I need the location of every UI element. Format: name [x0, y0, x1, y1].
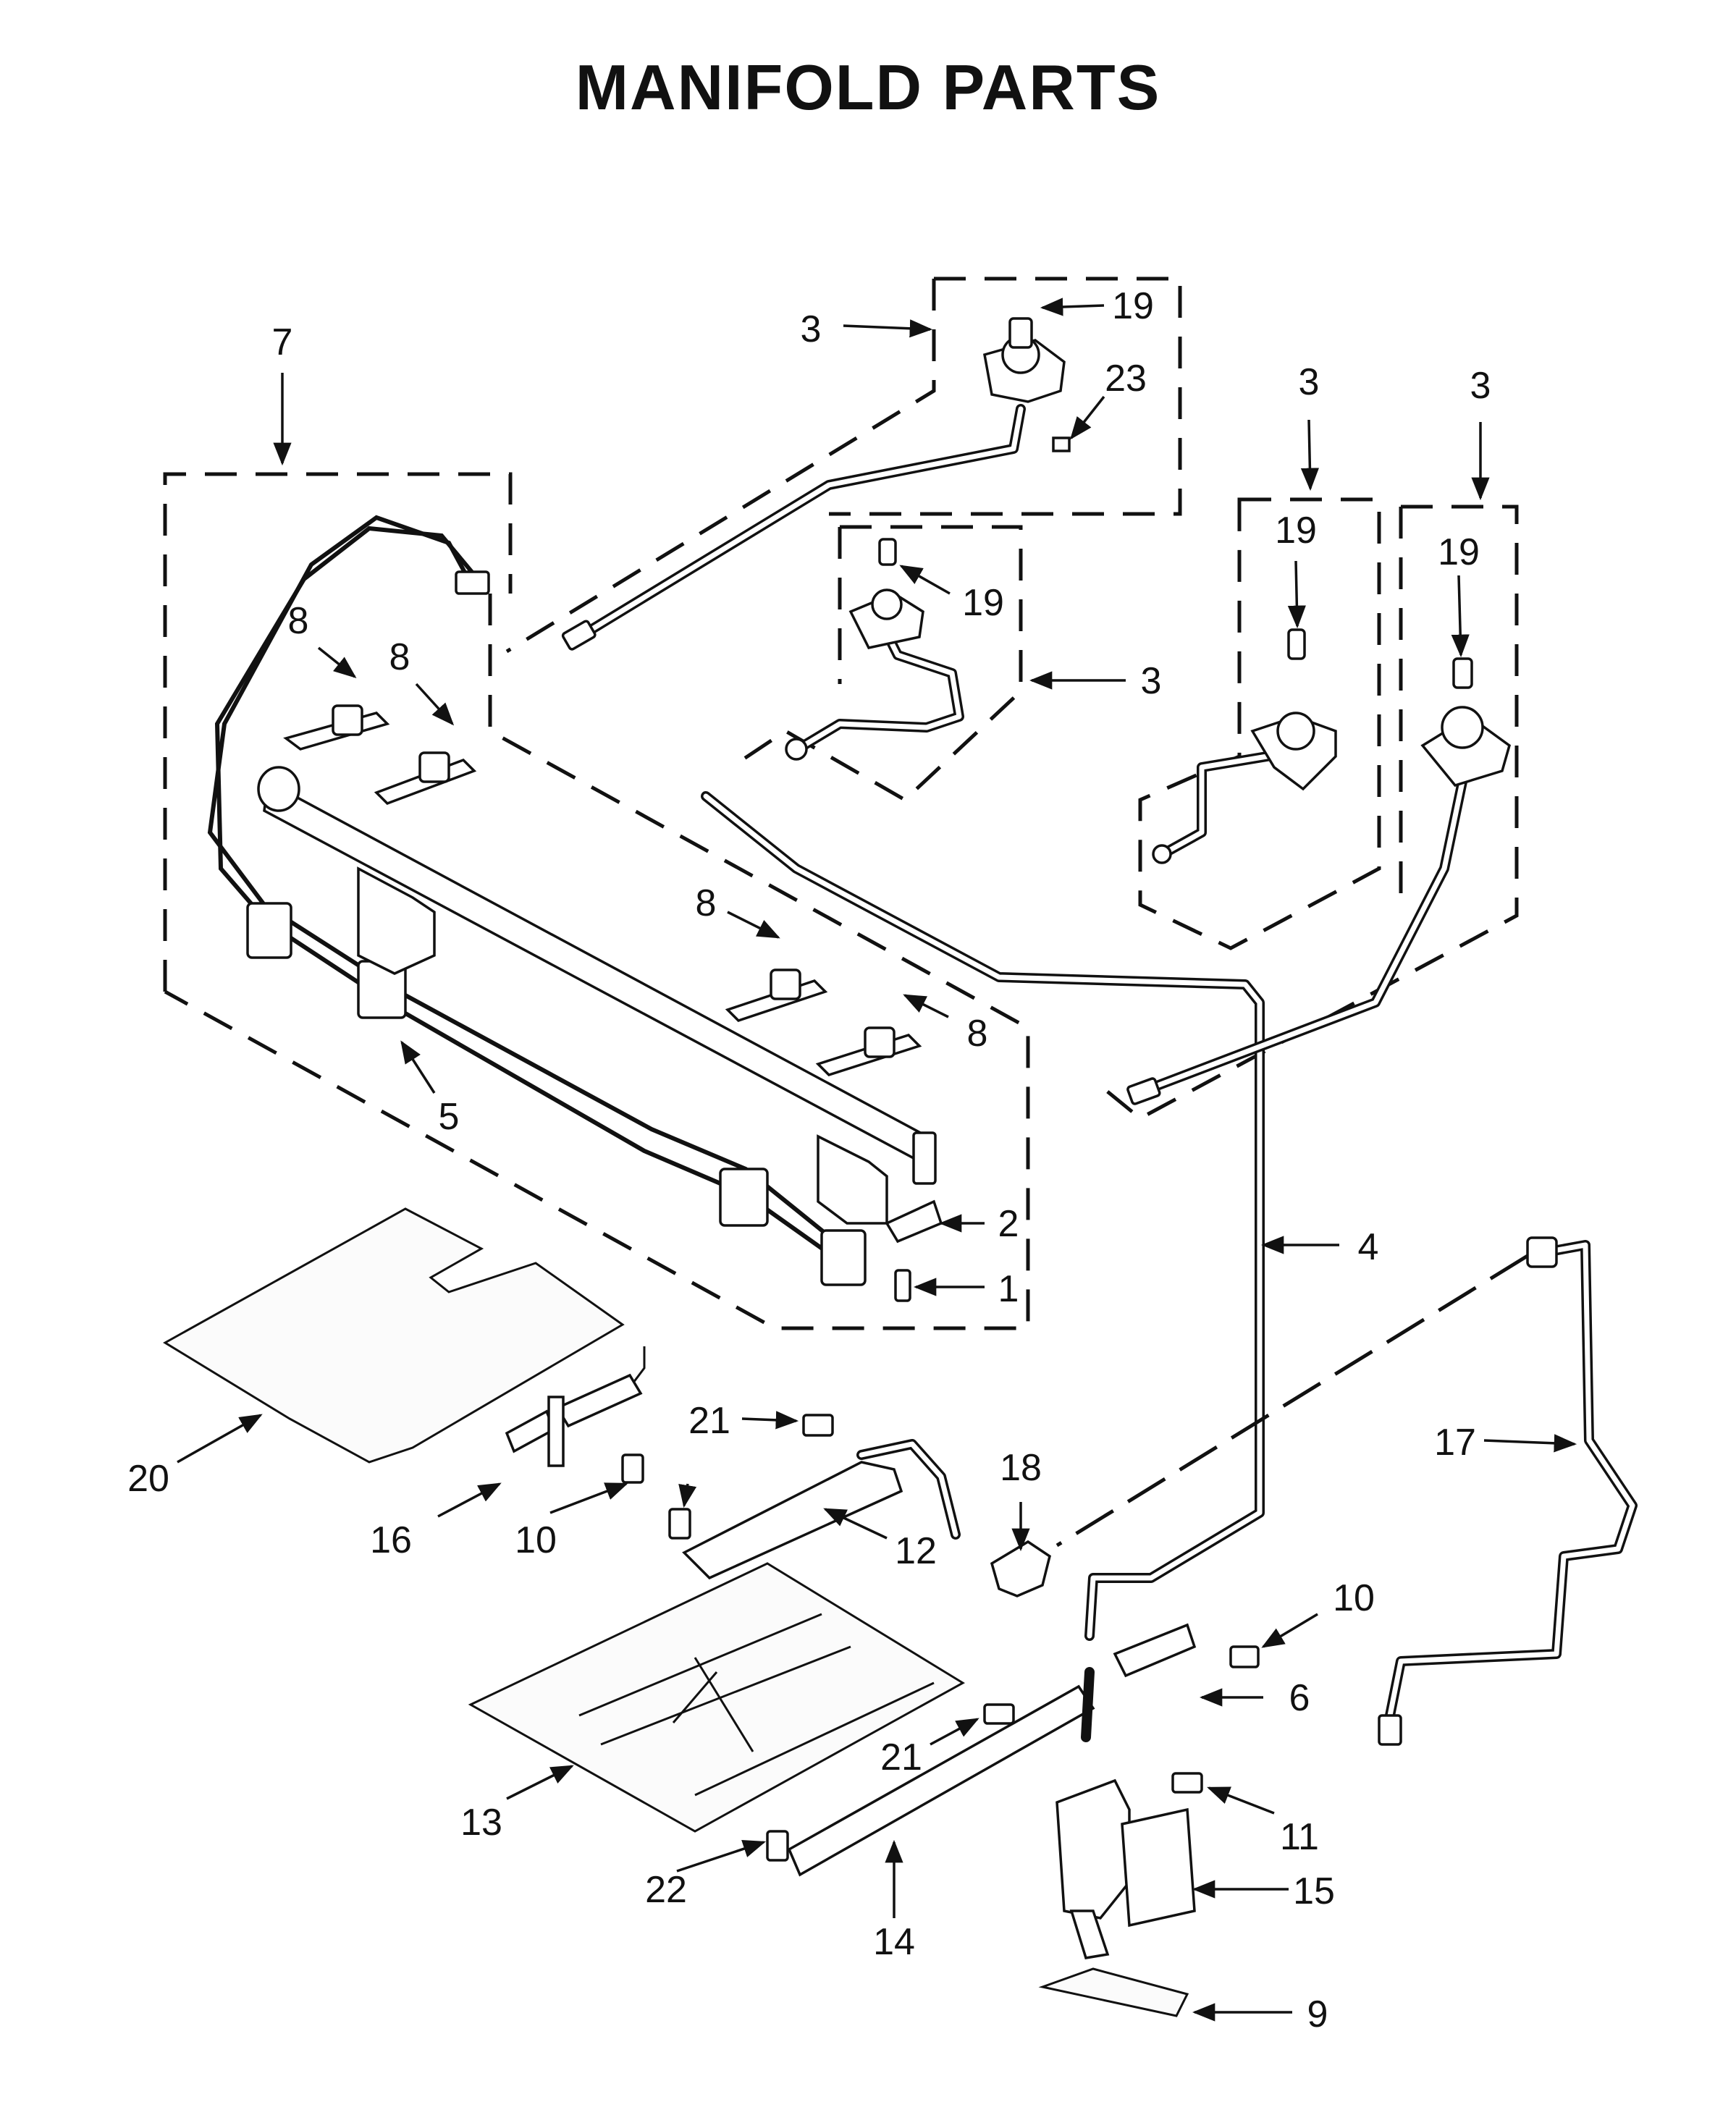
callout-22: 22: [645, 1869, 687, 1911]
oven-burner-tube: [682, 1439, 961, 1580]
burner-orifices: [283, 704, 922, 1076]
tray-ribs: [578, 1613, 935, 1797]
burner-valve-rear-left: [785, 538, 964, 761]
callout-14: 14: [873, 1921, 915, 1963]
valve-bracket: [1038, 1967, 1189, 2017]
callout-15: 15: [1293, 1870, 1335, 1912]
callout-3-rear-left: 3: [1141, 660, 1162, 702]
callout-12: 12: [895, 1530, 937, 1572]
callout-10-right: 10: [1333, 1577, 1375, 1619]
callout-3-right-a: 3: [1299, 361, 1320, 403]
oven-valve-assembly: [1055, 1667, 1196, 1959]
callout-17: 17: [1434, 1422, 1476, 1464]
burner-valve-right-b: [1126, 657, 1512, 1105]
callout-21-upper: 21: [688, 1400, 730, 1442]
callout-8-c: 8: [696, 882, 717, 924]
callout-9: 9: [1307, 1993, 1328, 2035]
igniter-left: [505, 1346, 646, 1467]
burner-tray-bottom: [468, 1562, 965, 1833]
callout-16: 16: [370, 1519, 412, 1561]
manifold-pipe: [257, 766, 937, 1225]
wire-harness: [207, 515, 867, 1286]
igniter-right: [1113, 1623, 1197, 1678]
callout-21-lower: 21: [880, 1736, 922, 1778]
callout-8-d: 8: [967, 1013, 988, 1055]
group-outline-manifold-assembly: [163, 472, 1030, 1330]
callout-2: 2: [998, 1203, 1019, 1245]
screw-right: [1229, 1645, 1260, 1668]
callout-8-a: 8: [288, 600, 309, 642]
manifold-clamp: [885, 1199, 943, 1244]
connector-hose: [1055, 1254, 1529, 1548]
flex-gas-line: [1378, 1236, 1638, 1746]
group-outline-upper-burner: [505, 277, 1182, 654]
screw-broil: [983, 1703, 1015, 1725]
callout-labels: 3 19 23 3 3 7 19 19 19 8 8 3 8 8 5 4 2 1…: [127, 285, 1491, 2035]
screw-bottom: [766, 1830, 789, 1862]
group-outline-right-burner-a: [1138, 497, 1381, 950]
screw-left: [621, 1453, 644, 1484]
callout-20: 20: [127, 1458, 169, 1500]
callout-19-rear-left: 19: [962, 582, 1004, 624]
clip-part: [1052, 436, 1071, 452]
page-title: MANIFOLD PARTS: [575, 51, 1161, 123]
callout-23: 23: [1105, 358, 1147, 400]
burner-valve-right-a: [1152, 628, 1337, 864]
callout-19-right-a: 19: [1275, 510, 1317, 552]
burner-tray-left: [163, 1207, 625, 1464]
callout-19-right-b: 19: [1438, 531, 1480, 573]
callout-1: 1: [998, 1268, 1019, 1310]
callout-10-left: 10: [515, 1519, 557, 1561]
callout-13: 13: [460, 1802, 502, 1844]
callout-18: 18: [1000, 1447, 1042, 1489]
group-outline-rear-left-burner: [730, 525, 1023, 803]
callout-arrows: [177, 297, 1577, 2022]
elbow-fitting: [990, 1540, 1051, 1597]
screw-valve: [1171, 1772, 1203, 1794]
callout-5: 5: [439, 1096, 460, 1138]
manifold-screw: [894, 1269, 911, 1302]
callout-3-right-b: 3: [1470, 365, 1491, 407]
screw-upper: [802, 1414, 834, 1437]
callout-4: 4: [1358, 1226, 1379, 1268]
callout-3-top: 3: [801, 308, 822, 350]
callout-11: 11: [1280, 1816, 1319, 1858]
callout-19-top: 19: [1112, 285, 1154, 327]
callout-6: 6: [1289, 1677, 1310, 1719]
manifold-gas-line: [701, 791, 1265, 1641]
callout-8-b: 8: [389, 636, 410, 678]
screw-lower: [668, 1508, 691, 1540]
burner-valve-top: [561, 317, 1066, 651]
group-outline-right-burner-b: [1099, 505, 1519, 1120]
callout-7: 7: [272, 321, 293, 363]
broil-burner-tube: [787, 1684, 1095, 1877]
